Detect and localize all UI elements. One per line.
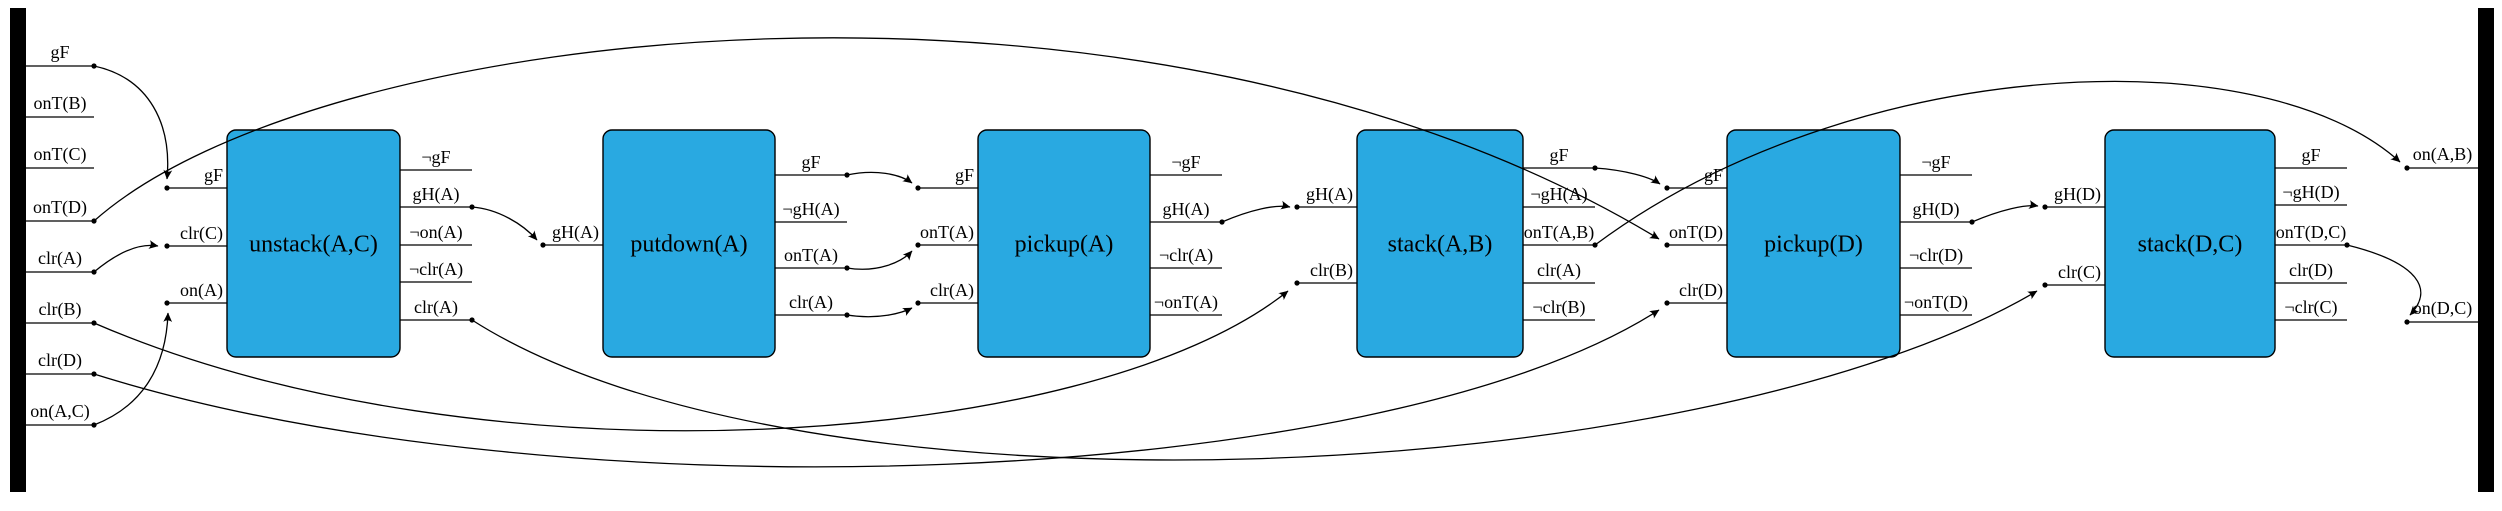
init-fact-label-onT-B: onT(B)	[34, 93, 87, 114]
edge-unstack-gHA-to-putdown-gHA	[471, 206, 538, 241]
input-port-label-pickup-A-onT-A: onT(A)	[920, 222, 974, 243]
edge-init-clrB-to-stackAB-clrB	[93, 290, 1289, 432]
output-port-label-putdown-A-onT-A: onT(A)	[784, 245, 838, 266]
init-fact-label-onT-D: onT(D)	[33, 197, 87, 218]
input-port-label-stack-A-B-gH-A: gH(A)	[1306, 184, 1353, 205]
output-port-label-stack-D-C-not-clr-C: ¬clr(C)	[2284, 297, 2337, 318]
action-box-pickup-A	[977, 129, 1151, 358]
input-port-dot-unstack-A-C-on-A	[164, 300, 170, 306]
output-port-label-stack-A-B-gF: gF	[1549, 145, 1568, 165]
goal-fact-dot-on-D-C	[2404, 319, 2410, 325]
output-port-label-stack-A-B-onT-A-B: onT(A,B)	[1524, 222, 1595, 243]
input-port-dot-pickup-D-gF	[1664, 185, 1670, 191]
action-box-stack-A-B	[1356, 129, 1524, 358]
input-port-dot-putdown-A-gH-A	[540, 242, 546, 248]
action-label-stack-A-B: stack(A,B)	[1388, 232, 1493, 258]
action-label-stack-D-C: stack(D,C)	[2138, 232, 2243, 258]
output-port-label-pickup-D-not-gF: ¬gF	[1921, 152, 1950, 172]
input-port-dot-stack-D-C-gH-D	[2042, 204, 2048, 210]
output-port-label-unstack-A-C-gH-A: gH(A)	[413, 184, 460, 205]
edge-init-onAC-to-unstack-onA	[93, 312, 173, 426]
init-fact-label-gF: gF	[50, 42, 69, 62]
action-box-pickup-D	[1726, 129, 1901, 358]
init-fact-label-clr-A: clr(A)	[38, 248, 82, 269]
output-port-label-putdown-A-not-gH-A: ¬gH(A)	[782, 199, 839, 220]
edge-unstack-clrA-to-stackDC-clrC	[471, 290, 2038, 461]
input-port-label-pickup-A-clr-A: clr(A)	[930, 280, 974, 301]
output-port-label-pickup-A-not-clr-A: ¬clr(A)	[1159, 245, 1213, 266]
output-port-label-stack-A-B-clr-A: clr(A)	[1537, 260, 1581, 281]
input-port-label-pickup-A-gF: gF	[955, 165, 974, 185]
input-port-label-stack-D-C-clr-C: clr(C)	[2058, 262, 2101, 283]
output-port-label-putdown-A-gF: gF	[801, 152, 820, 172]
action-label-pickup-A: pickup(A)	[1015, 232, 1114, 258]
output-port-label-stack-A-B-not-clr-B: ¬clr(B)	[1532, 297, 1585, 318]
init-fact-label-clr-D: clr(D)	[38, 350, 82, 371]
init-fact-label-on-A-C: on(A,C)	[30, 401, 90, 422]
action-label-pickup-D: pickup(D)	[1764, 232, 1863, 258]
input-port-dot-stack-A-B-clr-B	[1294, 280, 1300, 286]
output-port-label-unstack-A-C-not-on-A: ¬on(A)	[409, 222, 462, 243]
edge-stackDC-onTDC-to-goal-onDC	[2346, 244, 2422, 316]
input-port-dot-pickup-D-onT-D	[1664, 242, 1670, 248]
output-port-label-stack-A-B-not-gH-A: ¬gH(A)	[1530, 184, 1587, 205]
action-box-stack-D-C	[2104, 129, 2276, 358]
output-port-label-pickup-D-gH-D: gH(D)	[1913, 199, 1960, 220]
edge-putdown-onTA-to-pickupA-onTA	[846, 250, 913, 270]
action-label-putdown-A: putdown(A)	[630, 232, 747, 258]
output-port-label-unstack-A-C-not-clr-A: ¬clr(A)	[409, 259, 463, 280]
input-port-dot-pickup-A-clr-A	[915, 300, 921, 306]
edge-pickupA-gHA-to-stackAB-gHA	[1221, 200, 1291, 223]
edge-putdown-gF-to-pickupA-gF	[846, 171, 913, 184]
input-port-dot-pickup-D-clr-D	[1664, 300, 1670, 306]
output-port-label-putdown-A-clr-A: clr(A)	[789, 292, 833, 313]
init-fact-label-clr-B: clr(B)	[39, 299, 82, 320]
input-port-label-stack-D-C-gH-D: gH(D)	[2054, 184, 2101, 205]
action-label-unstack-A-C: unstack(A,C)	[249, 232, 378, 258]
goal-fact-dot-on-A-B	[2404, 165, 2410, 171]
input-port-dot-unstack-A-C-clr-C	[164, 243, 170, 249]
input-port-dot-pickup-A-gF	[915, 185, 921, 191]
input-port-label-stack-A-B-clr-B: clr(B)	[1310, 260, 1353, 281]
goal-fact-label-on-D-C: on(D,C)	[2413, 298, 2473, 319]
edge-init-clrD-to-pickupD-clrD	[93, 309, 1660, 468]
action-box-unstack-A-C	[226, 129, 401, 358]
edge-init-clrA-to-unstack-clrC	[93, 240, 159, 273]
edge-stackAB-gF-to-pickupD-gF	[1594, 167, 1661, 185]
edge-putdown-clrA-to-pickupA-clrA	[846, 307, 913, 318]
edge-init-onTD-to-pickupD-onTD	[93, 37, 1660, 240]
goal-fact-label-on-A-B: on(A,B)	[2413, 144, 2473, 165]
input-port-dot-unstack-A-C-gF	[164, 185, 170, 191]
action-box-putdown-A	[602, 129, 776, 358]
init-fact-label-onT-C: onT(C)	[34, 144, 87, 165]
input-port-label-pickup-D-clr-D: clr(D)	[1679, 280, 1723, 301]
output-port-label-pickup-A-gH-A: gH(A)	[1163, 199, 1210, 220]
input-port-dot-stack-A-B-gH-A	[1294, 204, 1300, 210]
input-port-label-pickup-D-gF: gF	[1704, 165, 1723, 185]
output-port-label-stack-D-C-onT-D-C: onT(D,C)	[2276, 222, 2347, 243]
initial-state-wall	[10, 8, 26, 492]
input-port-label-unstack-A-C-clr-C: clr(C)	[180, 223, 223, 244]
edge-stackAB-onTAB-to-goal-onAB	[1594, 80, 2401, 246]
output-port-label-pickup-A-not-onT-A: ¬onT(A)	[1154, 292, 1218, 313]
input-port-label-putdown-A-gH-A: gH(A)	[552, 222, 599, 243]
output-port-label-unstack-A-C-clr-A: clr(A)	[414, 297, 458, 318]
output-port-label-pickup-A-not-gF: ¬gF	[1171, 152, 1200, 172]
output-port-label-pickup-D-not-onT-D: ¬onT(D)	[1904, 292, 1968, 313]
goal-state-wall	[2478, 8, 2494, 492]
output-port-label-stack-D-C-not-gH-D: ¬gH(D)	[2282, 182, 2339, 203]
input-port-label-unstack-A-C-gF: gF	[204, 165, 223, 185]
input-port-dot-stack-D-C-clr-C	[2042, 282, 2048, 288]
input-port-dot-pickup-A-onT-A	[915, 242, 921, 248]
output-port-label-pickup-D-not-clr-D: ¬clr(D)	[1909, 245, 1963, 266]
output-port-label-stack-D-C-clr-D: clr(D)	[2289, 260, 2333, 281]
edge-init-gF-to-unstack-gF	[93, 65, 173, 180]
input-port-label-pickup-D-onT-D: onT(D)	[1669, 222, 1723, 243]
input-port-label-unstack-A-C-on-A: on(A)	[180, 280, 223, 301]
output-port-label-stack-D-C-gF: gF	[2301, 145, 2320, 165]
edge-pickupD-gHD-to-stackDC-gHD	[1971, 200, 2039, 223]
output-port-label-unstack-A-C-not-gF: ¬gF	[421, 147, 450, 167]
